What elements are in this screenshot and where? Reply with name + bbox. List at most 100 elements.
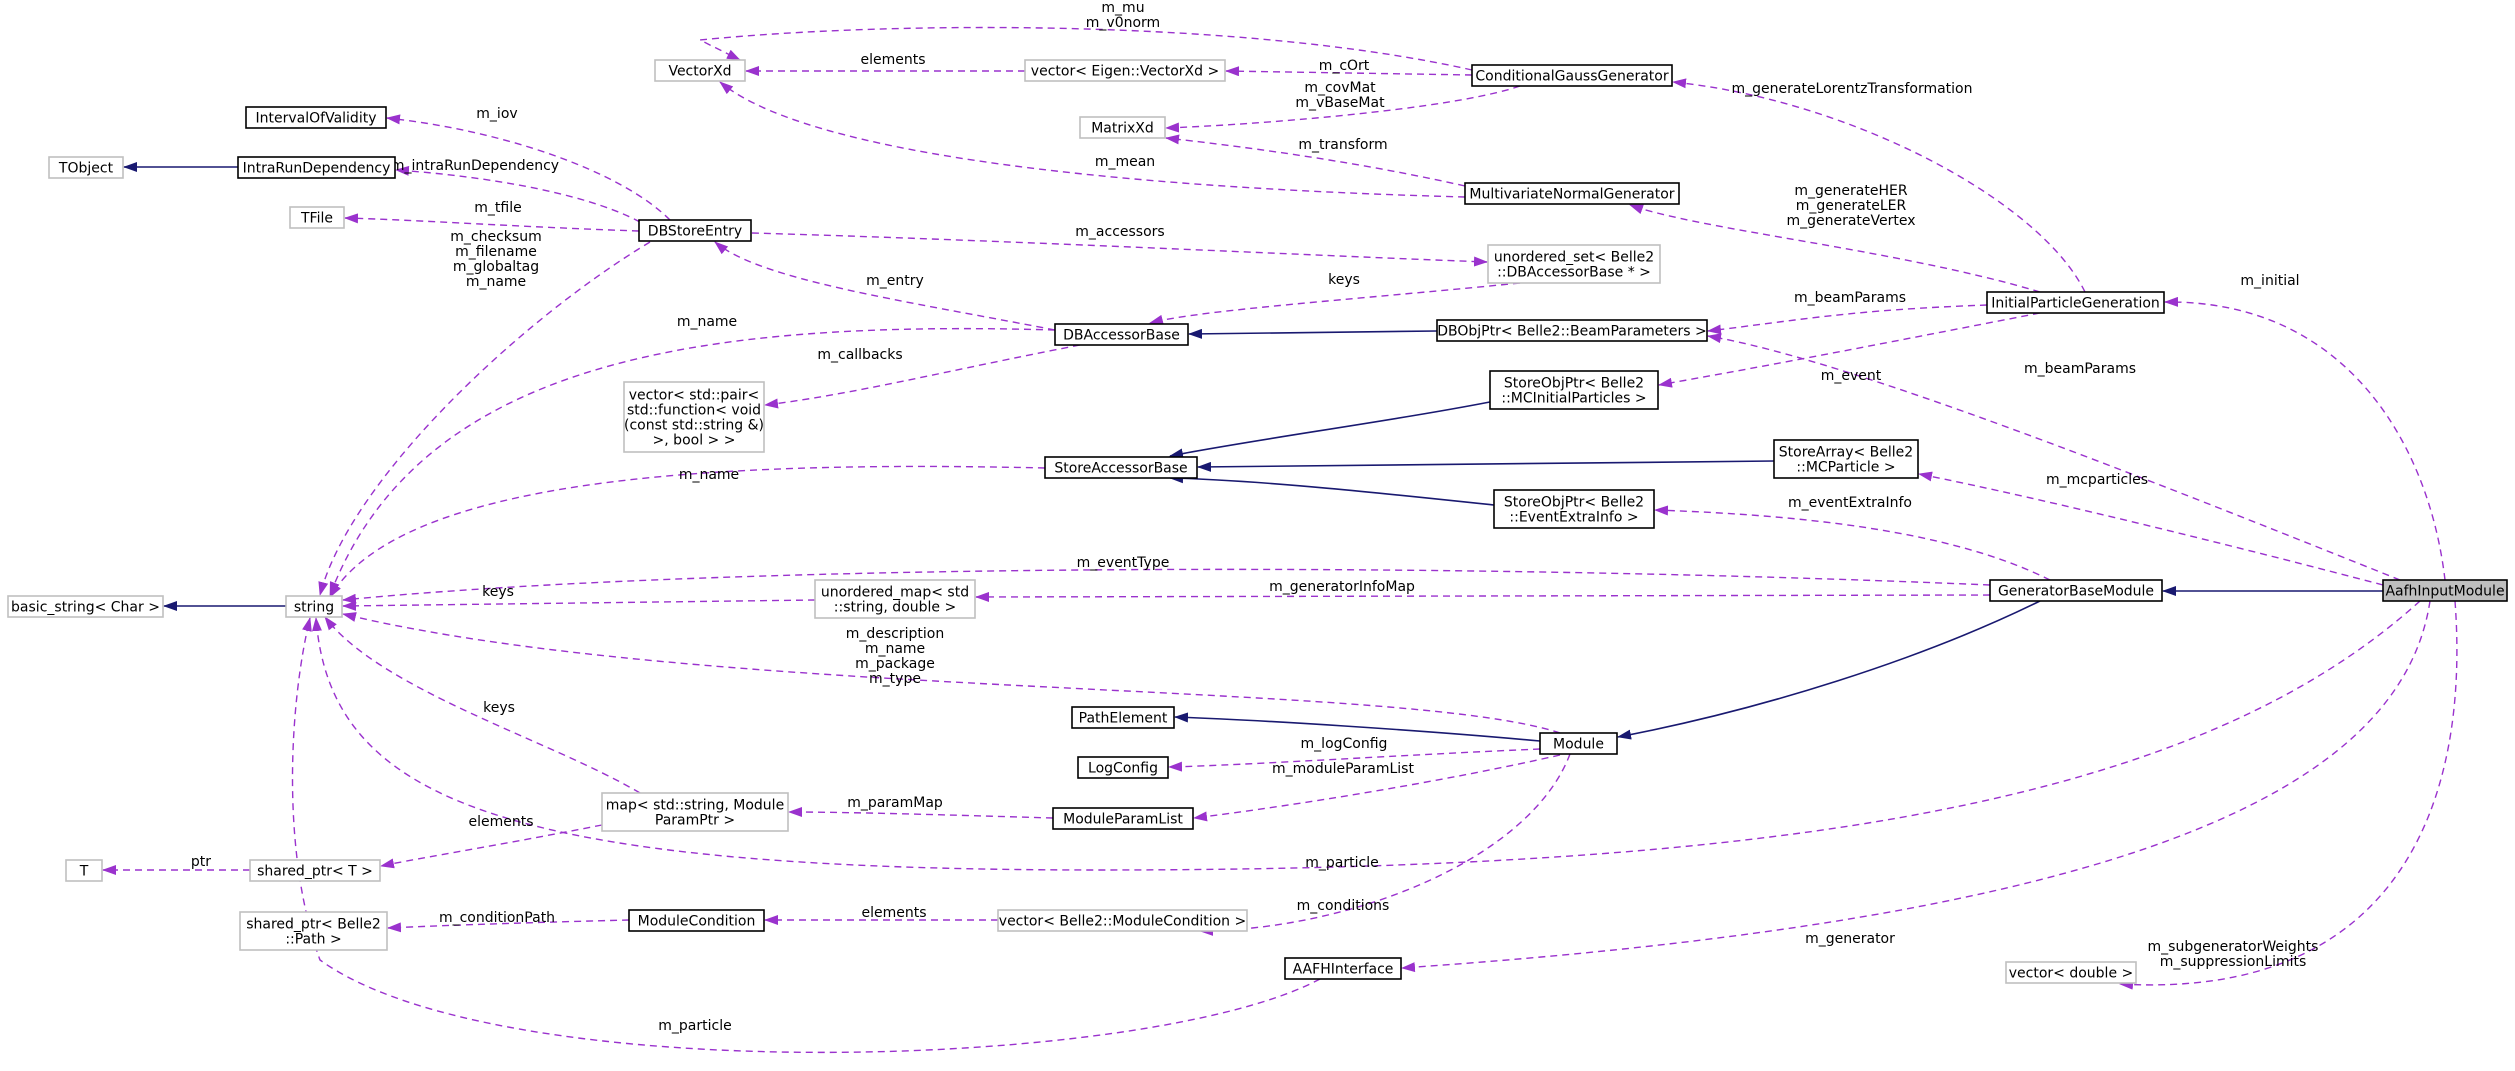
- class-node-store-accessor-base[interactable]: StoreAccessorBase: [1044, 456, 1198, 479]
- edge-label-line: m_generateLER: [1796, 198, 1907, 214]
- edge-label-line: m_beamParams: [1794, 290, 1906, 306]
- edge-label-line: m_moduleParamList: [1272, 761, 1414, 777]
- edge-label-line: m_subgeneratorWeights: [2148, 939, 2319, 955]
- class-node-multivariate-normal-generator[interactable]: MultivariateNormalGenerator: [1464, 182, 1680, 205]
- class-node-module[interactable]: Module: [1539, 732, 1618, 755]
- class-node-generator-base-module[interactable]: GeneratorBaseModule: [1989, 579, 2163, 602]
- edge-label-line: m_intraRunDependency: [391, 158, 559, 174]
- edge-label-line: elements: [861, 905, 926, 921]
- edge-label-accessors: m_accessors: [1075, 224, 1164, 240]
- class-node-label: map< std::string, Module: [606, 798, 784, 814]
- class-node-dbobjptr-beam[interactable]: DBObjPtr< Belle2::BeamParameters >: [1436, 319, 1708, 342]
- class-node-conditional-gauss-generator[interactable]: ConditionalGaussGenerator: [1471, 64, 1673, 87]
- class-node-label: vector< std::pair<: [629, 388, 760, 404]
- edge-label-intra-run-dependency: m_intraRunDependency: [391, 158, 559, 174]
- class-node-vector-pair-function[interactable]: vector< std::pair<std::function< void(co…: [623, 381, 765, 453]
- class-node-matrixxd[interactable]: MatrixXd: [1079, 116, 1166, 139]
- class-node-label: >, bool > >: [653, 433, 736, 449]
- class-node-label: ::DBAccessorBase * >: [1497, 265, 1651, 281]
- edge-generatorbase-to-module: [1617, 600, 2041, 740]
- edge-generatorbase-to-eventextra: [1654, 505, 2051, 581]
- class-node-label: StoreArray< Belle2: [1779, 445, 1913, 461]
- class-node-vector-double[interactable]: vector< double >: [2005, 961, 2137, 984]
- edge-multivariate-to-matrixxd: [1165, 134, 1466, 187]
- edge-label-line: m_conditions: [1297, 898, 1390, 914]
- class-node-label: vector< Belle2::ModuleCondition >: [999, 914, 1246, 930]
- class-node-label: PathElement: [1079, 711, 1168, 727]
- class-node-unordered-map-string-double[interactable]: unordered_map< std::string, double >: [814, 579, 976, 619]
- class-node-shared-ptr-path[interactable]: shared_ptr< Belle2::Path >: [239, 911, 388, 951]
- edge-storeobjptr-eventextra-to-storeaccessorbase: [1169, 473, 1495, 506]
- edge-label-elements-param: elements: [468, 814, 533, 830]
- edge-label-line: m_particle: [1305, 855, 1378, 871]
- class-node-vector-eigen-vectorxd[interactable]: vector< Eigen::VectorXd >: [1024, 59, 1226, 82]
- edge-dbstore-to-iov: [386, 114, 671, 221]
- edge-label-line: m_logConfig: [1301, 736, 1388, 752]
- edge-aafh-to-vectordouble: [2119, 600, 2458, 990]
- class-node-box: [628, 909, 765, 932]
- class-node-box: [623, 381, 765, 453]
- class-node-initial-particle-generation[interactable]: InitialParticleGeneration: [1986, 291, 2165, 314]
- edge-label-line: elements: [468, 814, 533, 830]
- class-node-box: [2005, 961, 2137, 984]
- class-node-vectorxd[interactable]: VectorXd: [654, 59, 746, 82]
- class-node-dbstore-entry[interactable]: DBStoreEntry: [638, 219, 752, 242]
- class-node-label: ParamPtr >: [655, 813, 735, 829]
- class-node-module-param-list[interactable]: ModuleParamList: [1052, 807, 1194, 830]
- class-node-label: AafhInputModule: [2385, 584, 2504, 600]
- edge-label-line: m_filename: [455, 244, 537, 260]
- class-node-module-condition[interactable]: ModuleCondition: [628, 909, 765, 932]
- edge-label-line: m_transform: [1298, 137, 1387, 153]
- class-node-vector-module-condition[interactable]: vector< Belle2::ModuleCondition >: [997, 909, 1248, 932]
- edge-label-line: m_callbacks: [817, 347, 902, 363]
- class-node-shared-ptr-t[interactable]: shared_ptr< T >: [249, 859, 381, 882]
- edge-module-to-pathelement: [1174, 712, 1541, 742]
- edge-label-keys-param: keys: [483, 700, 515, 716]
- edge-label-line: m_description: [846, 626, 944, 642]
- class-node-box: [285, 595, 343, 618]
- class-node-box: [1489, 370, 1659, 410]
- edge-label-line: ptr: [191, 854, 211, 870]
- edge-label-line: m_paramMap: [847, 795, 943, 811]
- edge-label-line: m_mean: [1095, 154, 1155, 170]
- edge-generatorbase-to-string: [342, 568, 1991, 604]
- class-node-storearray-mcparticle[interactable]: StoreArray< Belle2::MCParticle >: [1773, 439, 1919, 479]
- edge-label-generate-her: m_generateHERm_generateLERm_generateVert…: [1786, 183, 1915, 229]
- class-node-label: ::MCParticle >: [1796, 460, 1895, 476]
- class-node-storeobjptr-mcinitial[interactable]: StoreObjPtr< Belle2::MCInitialParticles …: [1489, 370, 1659, 410]
- class-node-label: MultivariateNormalGenerator: [1469, 187, 1674, 203]
- edge-label-line: m_vBaseMat: [1295, 95, 1385, 111]
- class-node-box: [1464, 182, 1680, 205]
- class-node-tfile[interactable]: TFile: [289, 206, 345, 229]
- edge-label-line: m_v0norm: [1086, 15, 1160, 31]
- class-node-aafh-interface[interactable]: AAFHInterface: [1284, 957, 1402, 980]
- edge-label-callbacks: m_callbacks: [817, 347, 902, 363]
- class-node-label: ::MCInitialParticles >: [1501, 391, 1646, 407]
- class-node-storeobjptr-eventextra[interactable]: StoreObjPtr< Belle2::EventExtraInfo >: [1493, 489, 1655, 529]
- class-node-box: [1071, 706, 1175, 729]
- class-node-unordered-set-dbaccessor[interactable]: unordered_set< Belle2::DBAccessorBase * …: [1487, 244, 1661, 284]
- edge-label-c-ort: m_cOrt: [1319, 58, 1370, 74]
- class-node-log-config[interactable]: LogConfig: [1077, 756, 1169, 779]
- edge-label-beam-params-ipg: m_beamParams: [1794, 290, 1906, 306]
- class-node-label: StoreAccessorBase: [1054, 461, 1187, 477]
- class-node-t[interactable]: T: [65, 859, 103, 882]
- class-node-tobject[interactable]: TObject: [48, 156, 124, 179]
- class-node-path-element[interactable]: PathElement: [1071, 706, 1175, 729]
- class-node-label: ::string, double >: [834, 600, 956, 616]
- class-node-intra-run-dependency[interactable]: IntraRunDependency: [237, 156, 396, 179]
- class-node-box: [245, 106, 387, 129]
- edge-label-param-map: m_paramMap: [847, 795, 943, 811]
- edge-label-name-store: m_name: [679, 467, 739, 483]
- class-node-aafh-input-module[interactable]: AafhInputModule: [2382, 579, 2508, 602]
- class-node-string[interactable]: string: [285, 595, 343, 618]
- class-node-label: basic_string< Char >: [11, 600, 160, 616]
- class-node-dbaccessor-base[interactable]: DBAccessorBase: [1054, 323, 1189, 346]
- class-node-interval-of-validity[interactable]: IntervalOfValidity: [245, 106, 387, 129]
- edge-label-mean: m_mean: [1095, 154, 1155, 170]
- class-node-basic-string[interactable]: basic_string< Char >: [7, 595, 164, 618]
- class-node-label: InitialParticleGeneration: [1991, 296, 2160, 312]
- class-node-label: TFile: [300, 211, 333, 227]
